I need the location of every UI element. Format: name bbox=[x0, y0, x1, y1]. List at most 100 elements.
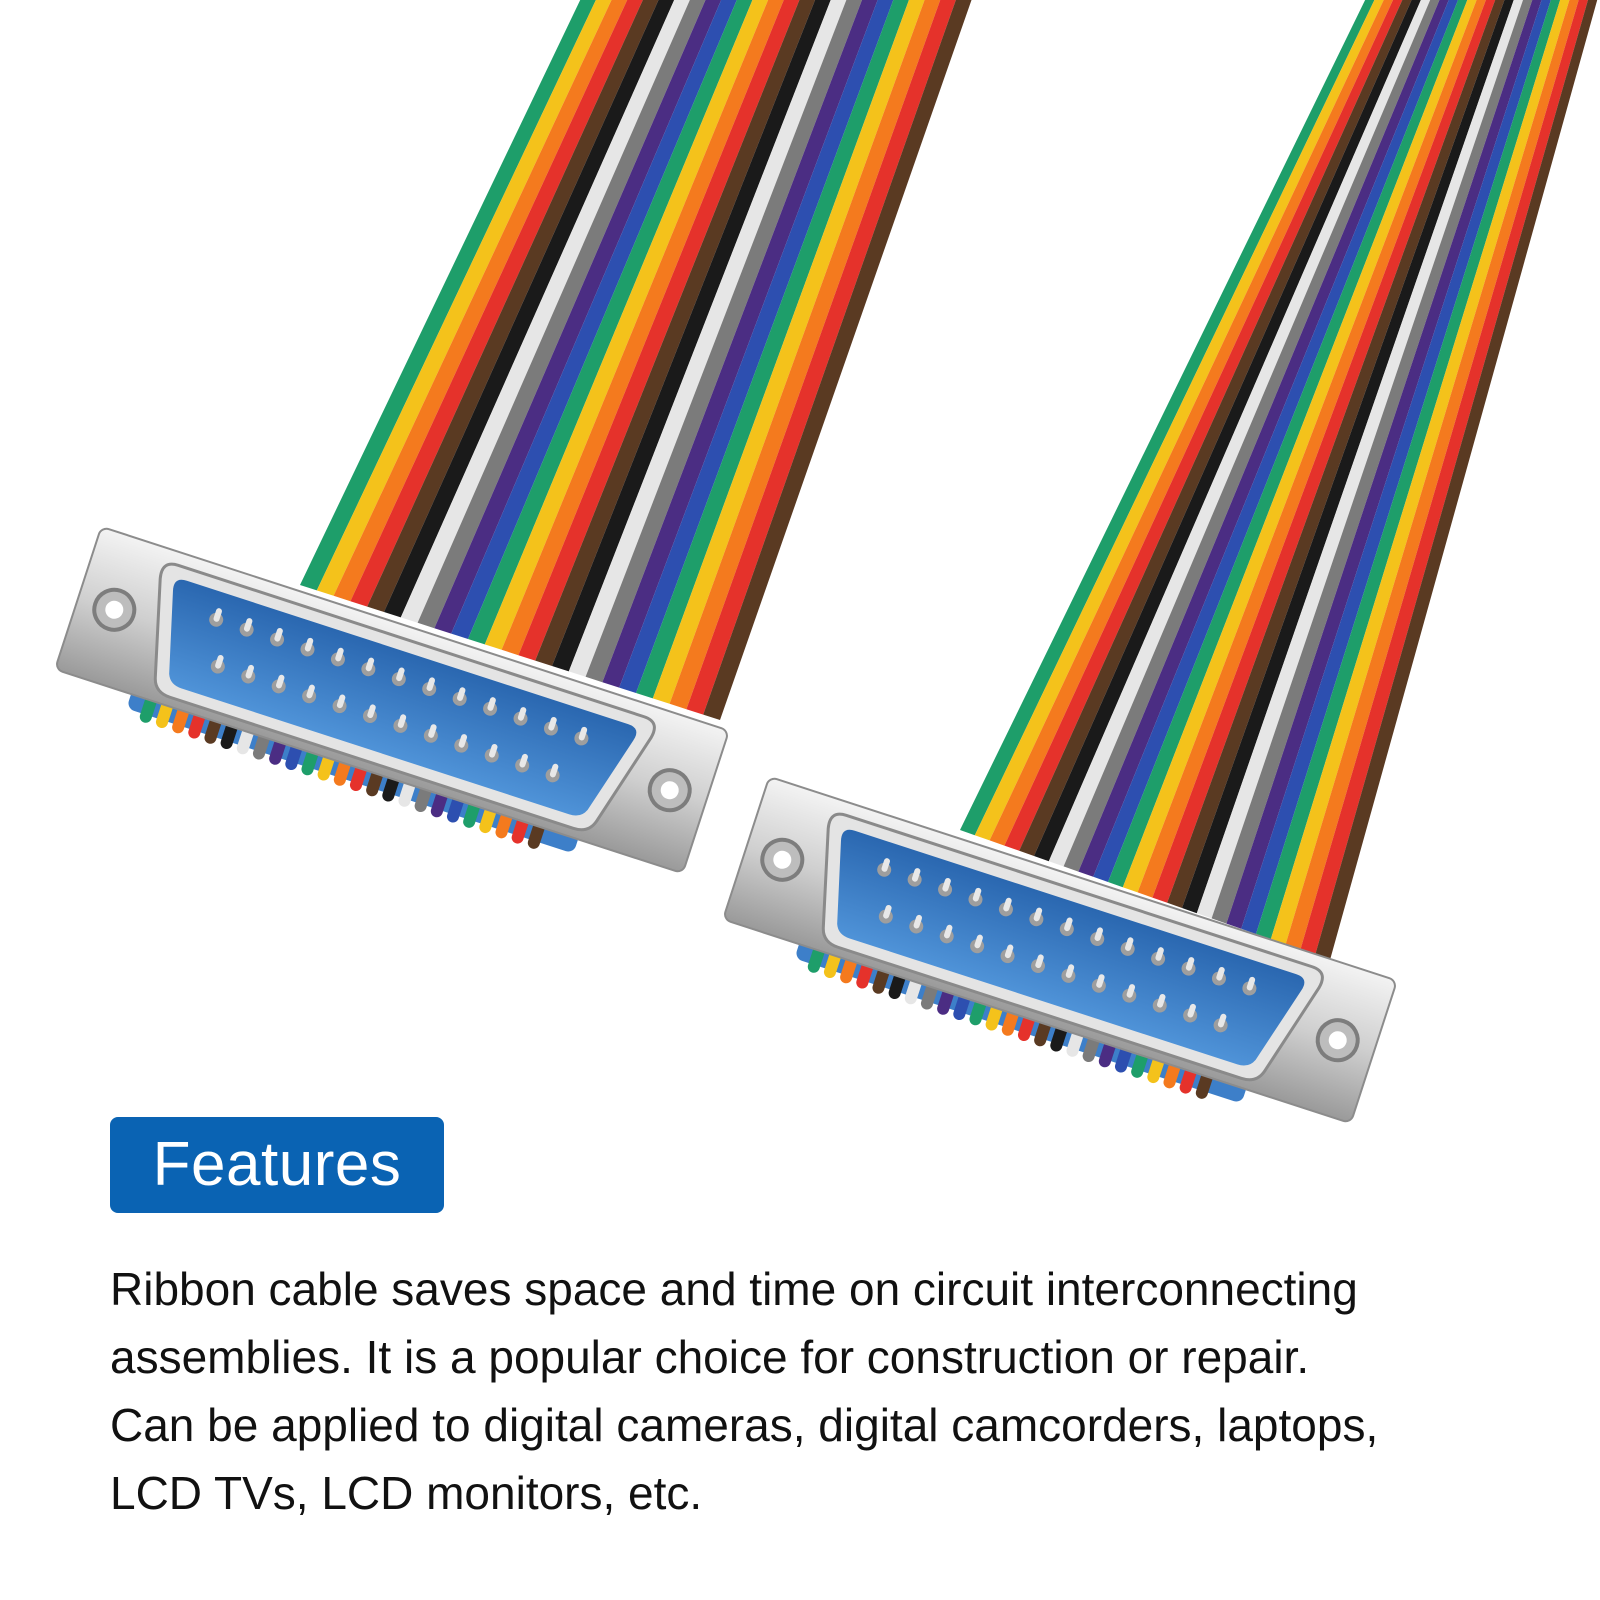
ribbon-wire bbox=[501, 0, 784, 656]
ribbon-wire bbox=[1300, 0, 1588, 955]
ribbon-wire bbox=[333, 0, 628, 602]
connector-pin bbox=[1003, 897, 1012, 912]
pin-insert bbox=[169, 579, 637, 816]
connector-pin bbox=[1155, 947, 1164, 961]
ribbon-wire bbox=[1270, 0, 1570, 945]
connector-pins bbox=[209, 608, 589, 783]
ribbon-wire bbox=[636, 0, 909, 699]
ribbon-wire bbox=[518, 0, 800, 661]
connector-pin bbox=[1187, 1003, 1196, 1018]
ribbon-wire bbox=[1019, 0, 1412, 856]
connector-pin bbox=[1246, 976, 1256, 991]
wire-terminal bbox=[1179, 1066, 1197, 1094]
wire-terminal bbox=[317, 753, 335, 781]
wire-terminal bbox=[446, 795, 464, 823]
connector-pin bbox=[1126, 984, 1136, 998]
ribbon-wire bbox=[400, 0, 690, 623]
connector-pin bbox=[942, 877, 951, 892]
ribbon-wire bbox=[602, 0, 878, 688]
ribbon-wire bbox=[1256, 0, 1561, 940]
wire-terminal bbox=[414, 784, 432, 813]
ribbon-wire bbox=[434, 0, 722, 634]
mounting-hole bbox=[105, 600, 124, 619]
ribbon-wire bbox=[703, 0, 972, 720]
wire-terminal bbox=[1163, 1061, 1181, 1089]
connector-pin bbox=[974, 934, 983, 949]
ribbon-wire bbox=[1211, 0, 1533, 924]
wire-terminal bbox=[1147, 1055, 1165, 1084]
connector-pin bbox=[245, 664, 255, 679]
wire-terminal bbox=[139, 695, 157, 723]
wire-terminal bbox=[382, 774, 400, 802]
wire-terminal bbox=[479, 805, 497, 834]
ribbon-cable-right bbox=[960, 0, 1598, 960]
wire-terminals bbox=[139, 695, 545, 849]
ribbon-wire bbox=[468, 0, 753, 645]
connector-pin bbox=[883, 904, 892, 919]
ribbon-wire bbox=[1152, 0, 1496, 903]
connector-pin bbox=[1217, 1013, 1227, 1028]
ribbon-wire bbox=[974, 0, 1384, 841]
description-line: Ribbon cable saves space and time on cir… bbox=[110, 1263, 1358, 1315]
connector-pin bbox=[972, 887, 982, 902]
ribbon-wire bbox=[619, 0, 894, 693]
ribbon-wire bbox=[669, 0, 941, 710]
ribbon-wire bbox=[1285, 0, 1579, 950]
connector-pin bbox=[275, 674, 285, 689]
wire-terminal bbox=[1114, 1045, 1132, 1073]
connector-pin bbox=[367, 704, 376, 719]
wire-terminal bbox=[155, 700, 173, 728]
connector-pin bbox=[487, 697, 496, 711]
ribbon-wire bbox=[1167, 0, 1505, 908]
wire-terminal bbox=[937, 987, 955, 1015]
connector-pin bbox=[304, 637, 314, 652]
wire-terminal bbox=[398, 779, 416, 807]
wire-terminal bbox=[1001, 1008, 1019, 1036]
features-badge: Features bbox=[110, 1117, 444, 1213]
ribbon-wire bbox=[1122, 0, 1477, 893]
ribbon-wire bbox=[1063, 0, 1440, 872]
description-line: assemblies. It is a popular choice for c… bbox=[110, 1331, 1310, 1383]
connector-pin bbox=[428, 724, 437, 738]
connector-pin bbox=[335, 647, 344, 662]
connector-pin bbox=[519, 753, 528, 768]
ribbon-wire bbox=[1078, 0, 1449, 877]
mounting-hole bbox=[660, 781, 679, 800]
db25-connector-right bbox=[724, 777, 1396, 1123]
wire-terminal bbox=[269, 737, 287, 765]
wire-terminal bbox=[920, 982, 938, 1010]
connector-pin bbox=[913, 914, 923, 929]
connector-pin bbox=[548, 716, 557, 731]
connector-pin bbox=[1065, 964, 1075, 978]
wire-terminal bbox=[204, 716, 222, 744]
wire-terminal bbox=[985, 1003, 1003, 1031]
connector-pin bbox=[274, 627, 283, 642]
connector-pin bbox=[1035, 954, 1044, 969]
ribbon-wire bbox=[1048, 0, 1431, 867]
wire-terminal bbox=[172, 706, 190, 734]
connector-pin bbox=[396, 667, 405, 682]
wire-terminal bbox=[430, 790, 448, 818]
connector-pin bbox=[1157, 993, 1166, 1008]
wire-terminal bbox=[904, 977, 922, 1005]
connector-pin bbox=[911, 868, 921, 882]
connector-pin bbox=[336, 694, 346, 709]
ribbon-wire bbox=[1108, 0, 1468, 888]
wire-terminal bbox=[463, 800, 481, 828]
ribbon-wire bbox=[417, 0, 706, 629]
wire-terminal bbox=[1195, 1071, 1213, 1099]
ribbon-wire bbox=[367, 0, 659, 612]
wire-terminal bbox=[333, 758, 351, 786]
ribbon-wire bbox=[484, 0, 769, 650]
wire-terminal bbox=[1017, 1013, 1035, 1042]
wire-terminals bbox=[807, 945, 1213, 1099]
connector-pin bbox=[881, 858, 890, 872]
connector-pin bbox=[1124, 937, 1134, 951]
connector-pins bbox=[877, 858, 1257, 1033]
wire-terminal bbox=[301, 748, 319, 776]
wire-terminal bbox=[188, 711, 206, 739]
wire-terminal bbox=[511, 816, 529, 844]
ribbon-wire bbox=[1315, 0, 1598, 960]
wire-terminal bbox=[1034, 1019, 1052, 1047]
